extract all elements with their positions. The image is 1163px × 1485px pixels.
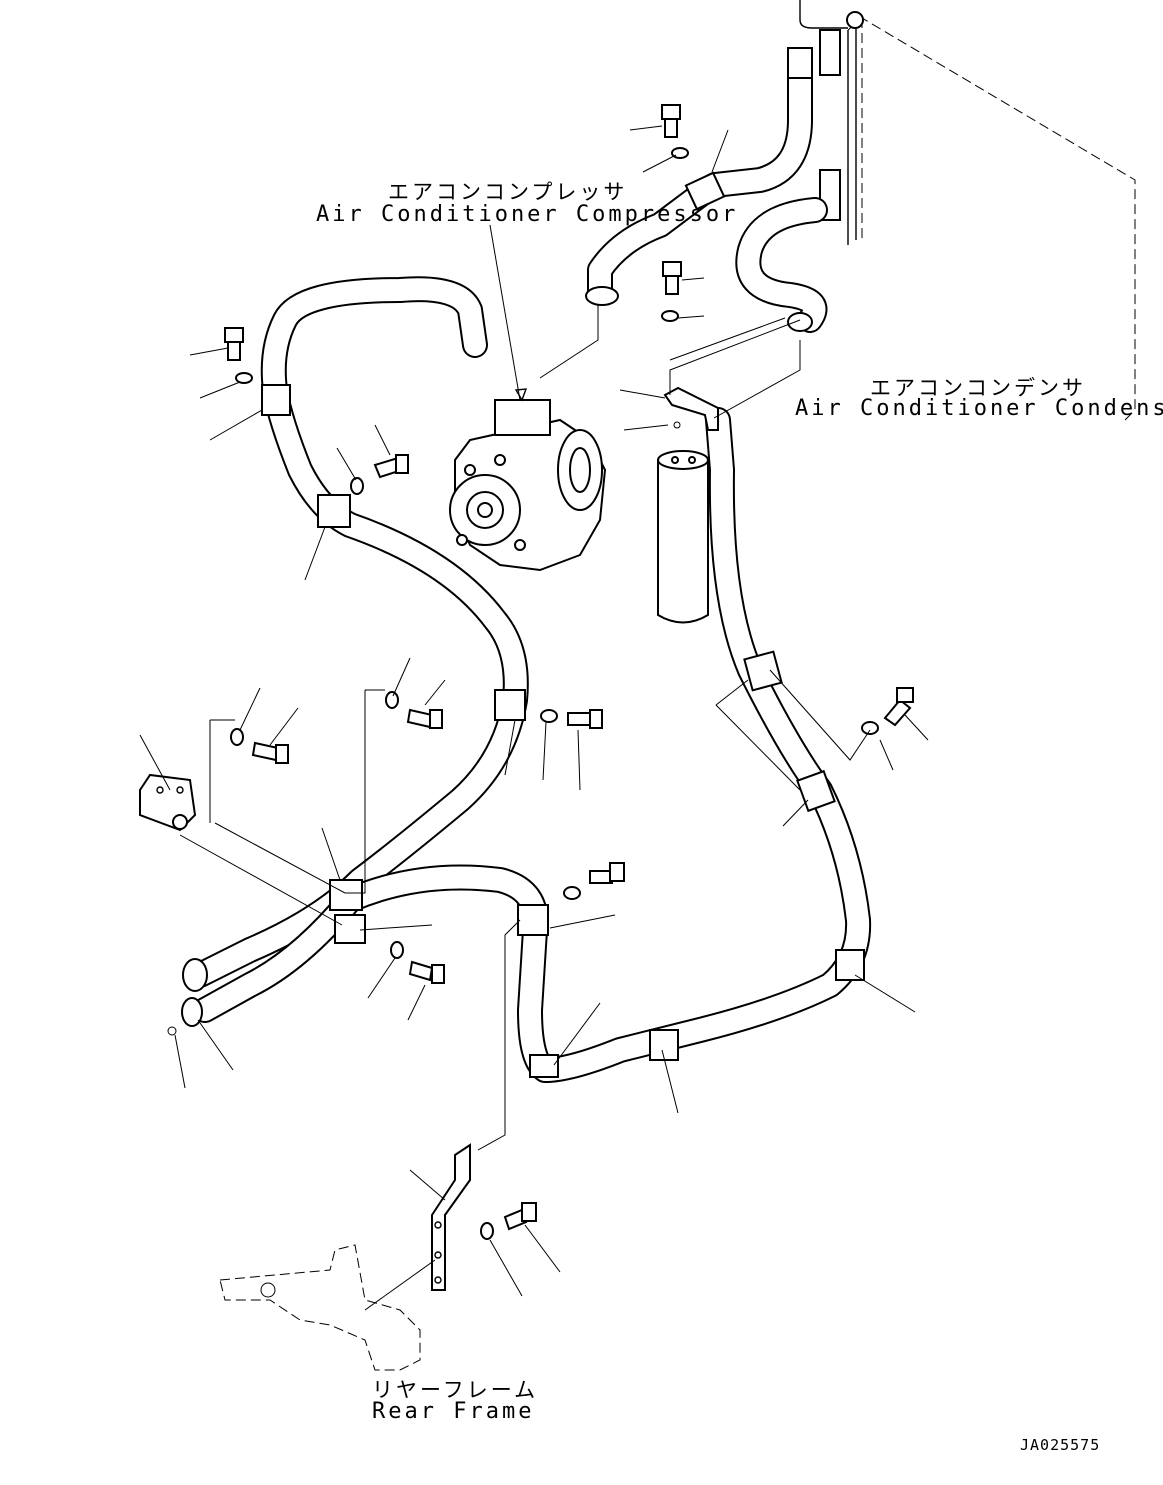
condenser-label-en: Air Conditioner Condenser bbox=[795, 396, 1163, 421]
drawing-code: JA025575 bbox=[1020, 1436, 1101, 1454]
bolts-and-washers bbox=[167, 104, 914, 1240]
discharge-hose bbox=[585, 47, 813, 306]
rear-frame-label-en: Rear Frame bbox=[372, 1399, 535, 1424]
condenser-liquid-hose bbox=[735, 197, 828, 333]
air-conditioner-compressor bbox=[449, 399, 607, 572]
hose-bracket-left bbox=[139, 773, 197, 832]
rear-frame bbox=[219, 1244, 421, 1371]
condenser-label-jp: エアコンコンデンサ bbox=[870, 376, 1086, 400]
liquid-hose bbox=[181, 407, 872, 1083]
air-conditioner-condenser bbox=[799, 0, 1136, 421]
rear-frame-label-jp: リヤーフレーム bbox=[372, 1378, 539, 1402]
receiver-drier bbox=[657, 386, 719, 624]
hose-bracket-lower bbox=[431, 1143, 471, 1291]
compressor-label-en: Air Conditioner Compressor bbox=[316, 202, 739, 227]
compressor-label-jp: エアコンコンプレッサ bbox=[388, 180, 628, 204]
suction-hose bbox=[182, 276, 529, 992]
leader-lines bbox=[139, 125, 929, 1311]
